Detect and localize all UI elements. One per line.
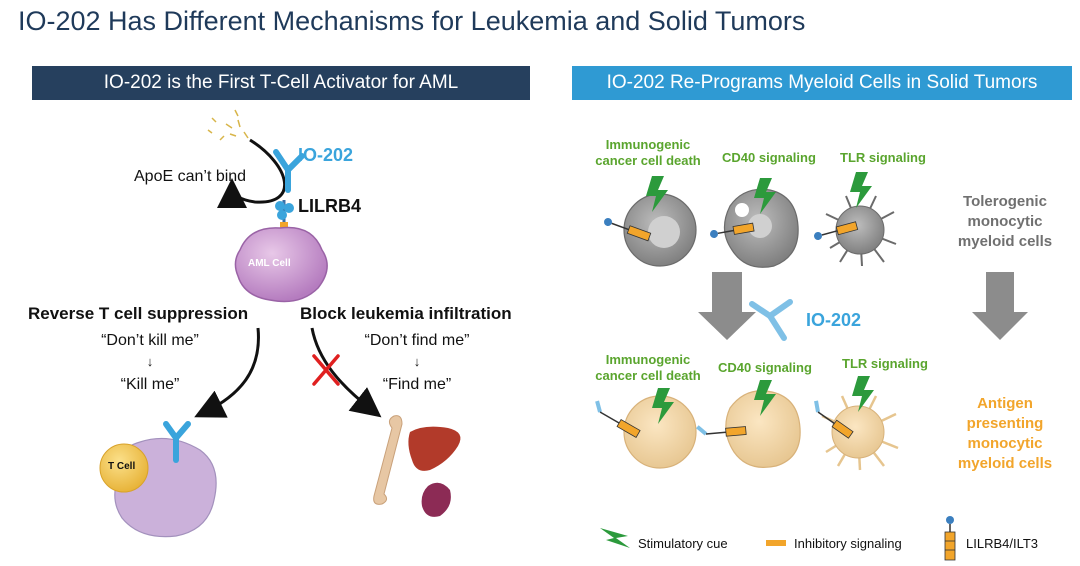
block-infiltration-heading: Block leukemia infiltration (300, 304, 512, 323)
aml-cell-label: AML Cell (248, 258, 291, 269)
io202-label-left: IO-202 (298, 145, 354, 165)
top-col3-label: TLR signaling (840, 150, 926, 165)
stimulatory-cue-icons-top (646, 172, 872, 214)
bottom-col1-line2: cancer cell death (595, 368, 701, 383)
top-col2-label: CD40 signaling (722, 150, 816, 165)
right-panel-banner: IO-202 Re-Programs Myeloid Cells in Soli… (572, 66, 1072, 100)
left-panel-banner: IO-202 is the First T-Cell Activator for… (32, 66, 530, 100)
tolerogenic-cells-row (623, 188, 897, 268)
quote-dont-find: “Don’t find me” (364, 332, 470, 349)
io202-antibody-icon (273, 149, 305, 193)
apc-line2: presenting (966, 415, 1044, 432)
top-col1-line1: Immunogenic (605, 137, 691, 152)
tcell-label: T Cell (108, 461, 136, 472)
apoe-label: ApoE can’t bind (134, 168, 247, 185)
legend-stimulatory-icon (600, 528, 630, 548)
transition-arrows (698, 272, 1028, 340)
top-col1-line2: cancer cell death (595, 153, 701, 168)
quote-find: “Find me” (382, 376, 452, 393)
tissue-organs-icon (373, 415, 461, 517)
bottom-col2-label: CD40 signaling (718, 360, 812, 375)
bottom-col3-label: TLR signaling (842, 356, 928, 371)
arrow-glyph-right: ↓ (413, 354, 421, 369)
apoe-particles (207, 109, 249, 141)
page-title: IO-202 Has Different Mechanisms for Leuk… (18, 6, 806, 36)
legend-inhibitory-label: Inhibitory signaling (794, 536, 902, 551)
legend-receptor-icon (944, 516, 956, 561)
arrow-to-tissues (310, 327, 382, 418)
legend-stimulatory-label: Stimulatory cue (638, 536, 728, 551)
lilrb4-label: LILRB4 (298, 196, 361, 216)
apc-line4: myeloid cells (957, 455, 1053, 472)
top-col1-label: Immunogenic cancer cell death (588, 137, 708, 169)
tolerogenic-line3: myeloid cells (957, 233, 1053, 250)
legend-receptor-label: LILRB4/ILT3 (966, 536, 1039, 551)
lilrb4-receptors-top (604, 218, 859, 242)
tolerogenic-state-label: Tolerogenic monocytic myeloid cells (950, 192, 1060, 252)
apc-line1: Antigen (977, 395, 1033, 412)
quote-dont-kill: “Don’t kill me” (101, 332, 199, 349)
tolerogenic-line2: monocytic (967, 213, 1043, 230)
antigen-presenting-state-label: Antigen presenting monocytic myeloid cel… (950, 394, 1060, 474)
legend-inhibitory-icon (766, 540, 786, 546)
apc-line3: monocytic (967, 435, 1043, 452)
io202-antibody-icon-right (749, 299, 793, 341)
aml-cell-icon (234, 226, 328, 303)
arrow-glyph-left: ↓ (146, 354, 154, 369)
bottom-col1-line1: Immunogenic (605, 352, 691, 367)
block-x-icon (312, 354, 340, 386)
tcell-killing-icon (99, 421, 217, 538)
lilrb4-receptors-bottom (595, 400, 854, 439)
antigen-presenting-cells-row (623, 390, 899, 471)
quote-kill: “Kill me” (120, 376, 180, 393)
io202-label-right: IO-202 (806, 310, 862, 330)
bottom-col1-label: Immunogenic cancer cell death (588, 352, 708, 384)
tolerogenic-line1: Tolerogenic (963, 193, 1047, 210)
stimulatory-cue-icons-bottom (652, 376, 874, 424)
reverse-suppression-heading: Reverse T cell suppression (28, 304, 249, 323)
apoe-arrow (217, 138, 286, 209)
arrow-to-tcell (194, 327, 260, 418)
